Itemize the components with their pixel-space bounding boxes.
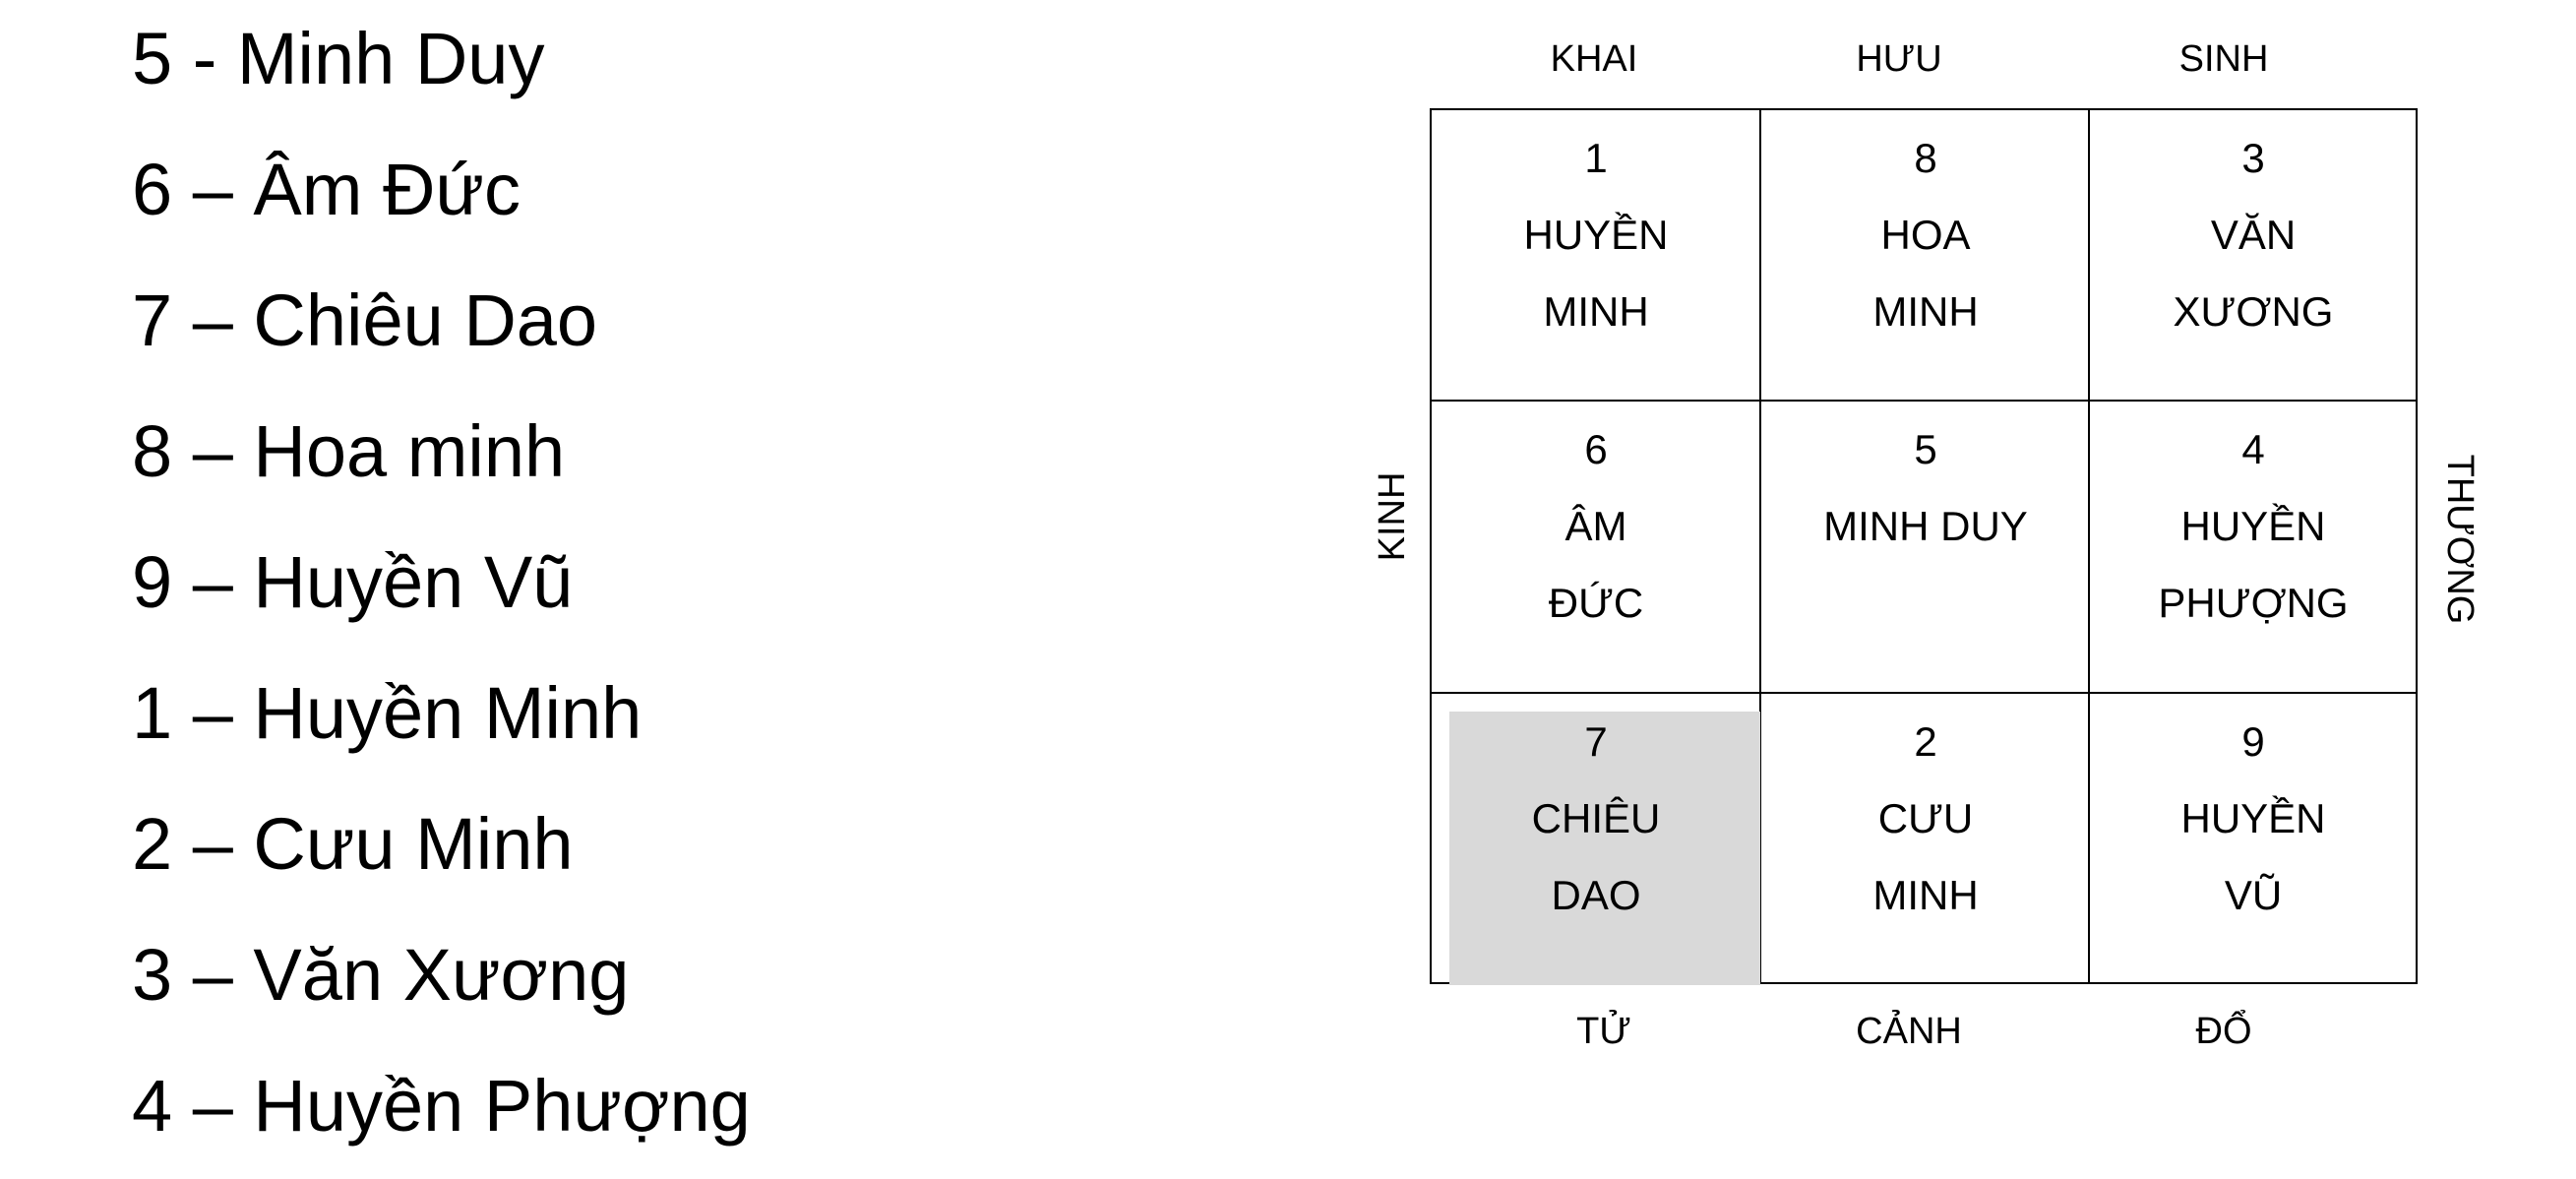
list-panel: 5 - Minh Duy 6 – Âm Đức 7 – Chiêu Dao 8 … xyxy=(132,0,1214,1179)
cell-number: 7 xyxy=(1584,718,1608,765)
grid-cell: 9 HUYỀN VŨ xyxy=(2089,694,2418,985)
direction-bottom-left: TỬ xyxy=(1576,1011,1631,1052)
direction-left: KINH xyxy=(1372,471,1413,562)
cell-name-line2: MINH xyxy=(1872,288,1979,335)
cell-name-line2: VŨ xyxy=(2224,872,2283,918)
list-item: 7 – Chiêu Dao xyxy=(132,279,598,361)
cell-name-line1: VĂN xyxy=(2210,212,2297,258)
cell-name-line2: DAO xyxy=(1551,872,1641,918)
cell-name-line2: PHƯỢNG xyxy=(2158,580,2349,626)
grid-cell: 3 VĂN XƯƠNG xyxy=(2089,110,2418,402)
cell-name-line1: ÂM xyxy=(1564,503,1627,549)
cell-name-line1: CƯU xyxy=(1877,795,1974,841)
cell-name-line1: HUYỀN xyxy=(1523,212,1669,258)
cell-name-line1: HUYỀN xyxy=(2180,795,2326,841)
cell-name-line2: MINH xyxy=(1872,872,1979,918)
cell-number: 8 xyxy=(1914,135,1937,181)
cell-name-line1: CHIÊU xyxy=(1531,795,1661,841)
cell-name-line2: XƯƠNG xyxy=(2173,288,2334,335)
grid-cell: 2 CƯU MINH xyxy=(1761,694,2090,985)
grid-divider xyxy=(2088,110,2090,982)
cell-name-line1: HOA xyxy=(1880,212,1971,258)
cell-name-line1: MINH DUY xyxy=(1823,503,2028,549)
direction-bottom-center: CẢNH xyxy=(1856,1011,1962,1052)
cell-name-line2: MINH xyxy=(1543,288,1649,335)
direction-top-left: KHAI xyxy=(1550,38,1638,80)
cell-highlight xyxy=(1449,712,1760,985)
list-item: 5 - Minh Duy xyxy=(132,18,545,99)
cell-name-line2: ĐỨC xyxy=(1548,580,1644,626)
cell-number: 4 xyxy=(2241,426,2265,472)
direction-top-right: SINH xyxy=(2178,38,2269,80)
direction-bottom-right: ĐỔ xyxy=(2195,1011,2252,1052)
list-item: 8 – Hoa minh xyxy=(132,410,566,492)
direction-top-center: HƯU xyxy=(1856,38,1942,80)
list-item: 1 – Huyền Minh xyxy=(132,672,643,754)
grid-divider xyxy=(1759,110,1761,982)
list-item: 6 – Âm Đức xyxy=(132,149,521,230)
grid-cell: 1 HUYỀN MINH xyxy=(1432,110,1760,402)
cell-number: 5 xyxy=(1914,426,1937,472)
direction-right: THƯƠNG xyxy=(2439,454,2481,625)
cell-number: 9 xyxy=(2241,718,2265,765)
list-item: 2 – Cưu Minh xyxy=(132,803,574,885)
cell-number: 3 xyxy=(2241,135,2265,181)
grid-cell: 4 HUYỀN PHƯỢNG xyxy=(2089,402,2418,693)
grid-cell: 5 MINH DUY xyxy=(1761,402,2090,693)
grid-cell: 6 ÂM ĐỨC xyxy=(1432,402,1760,693)
list-item: 3 – Văn Xương xyxy=(132,934,630,1016)
list-item: 9 – Huyền Vũ xyxy=(132,541,574,623)
grid-cell: 8 HOA MINH xyxy=(1761,110,2090,402)
cell-number: 2 xyxy=(1914,718,1937,765)
grid-divider xyxy=(1432,692,2416,694)
list-item: 4 – Huyền Phượng xyxy=(132,1065,751,1147)
grid-cell-highlighted: 7 CHIÊU DAO xyxy=(1432,694,1760,985)
grid-divider xyxy=(1432,400,2416,402)
cell-number: 6 xyxy=(1584,426,1608,472)
cell-number: 1 xyxy=(1584,135,1608,181)
cell-name-line1: HUYỀN xyxy=(2180,503,2326,549)
nine-palace-grid: 1 HUYỀN MINH 8 HOA MINH 3 VĂN XƯƠNG 6 ÂM… xyxy=(1430,108,2418,985)
